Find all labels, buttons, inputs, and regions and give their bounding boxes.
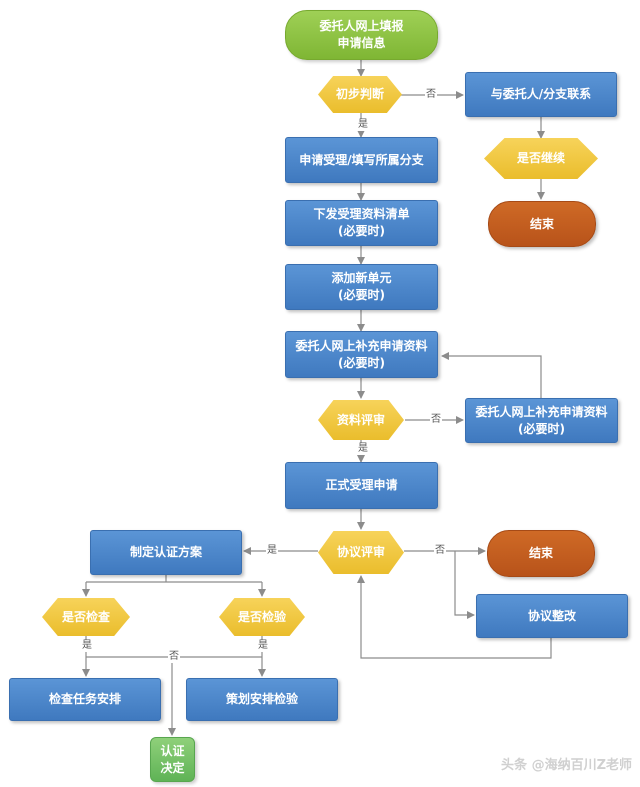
plan-testing-box: 策划安排检验 [186,678,338,721]
label-review-no: 否 [430,414,442,426]
label-decision-no: 否 [168,651,180,663]
agreement-revise-box: 协议整改 [476,594,628,638]
label-inspection-yes: 是 [81,640,93,652]
contact-branch-box: 与委托人/分支联系 [465,72,617,117]
label-review-yes: 是 [357,443,369,455]
formal-accept-box: 正式受理申请 [285,462,438,509]
supplement-materials-box: 委托人网上补充申请资料 (必要时) [285,331,438,378]
add-unit-box: 添加新单元 (必要时) [285,264,438,310]
end-right-node: 结束 [487,530,595,577]
initial-check-decision: 初步判断 [318,76,402,113]
inspection-task-box: 检查任务安排 [9,678,161,721]
need-testing-decision: 是否检验 [219,598,305,636]
issue-checklist-box: 下发受理资料清单 (必要时) [285,200,438,246]
certification-decision-node: 认证 决定 [150,737,195,782]
accept-fill-branch-box: 申请受理/填写所属分支 [285,137,438,183]
make-plan-box: 制定认证方案 [90,530,242,575]
continue-check-decision: 是否继续 [484,138,598,179]
agreement-review-decision: 协议评审 [318,531,404,574]
add-unit-label: 添加新单元 [331,271,392,285]
label-initial-no: 否 [425,89,437,101]
need-inspection-decision: 是否检查 [42,598,130,636]
label-agreement-no: 否 [434,545,446,557]
label-initial-yes: 是 [357,119,369,131]
review-materials-decision: 资料评审 [318,400,404,440]
start-node: 委托人网上填报 申请信息 [285,10,438,60]
label-agreement-yes: 是 [266,545,278,557]
add-unit-note: (必要时) [338,288,385,302]
watermark: 头条 @海纳百川Z老师 [501,758,632,773]
supplement-materials-right-box: 委托人网上补充申请资料 (必要时) [465,398,618,443]
label-testing-yes: 是 [257,640,269,652]
end-top-node: 结束 [488,201,596,247]
